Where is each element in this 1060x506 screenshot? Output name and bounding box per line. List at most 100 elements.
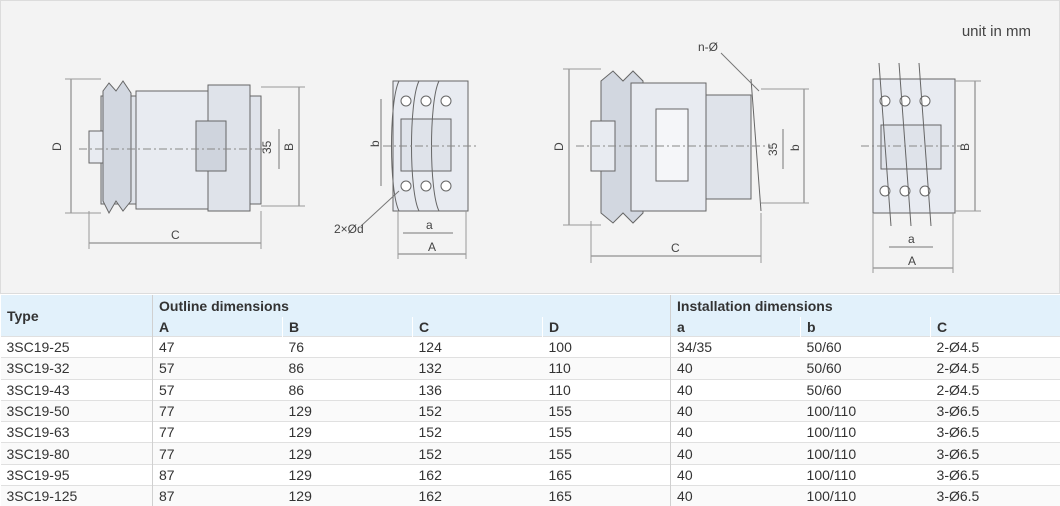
label-B-1: B bbox=[282, 143, 296, 151]
cell-C: 132 bbox=[413, 358, 543, 379]
label-D-3: D bbox=[552, 142, 566, 151]
cell-B: 129 bbox=[283, 464, 413, 485]
cell-C: 124 bbox=[413, 337, 543, 358]
table-row: 3SC19-25 47 76 124 100 34/35 50/60 2-Ø4.… bbox=[1, 337, 1060, 358]
cell-D: 165 bbox=[543, 464, 671, 485]
cell-type: 3SC19-80 bbox=[1, 443, 153, 464]
table-row: 3SC19-50 77 129 152 155 40 100/110 3-Ø6.… bbox=[1, 400, 1060, 421]
type-header: Type bbox=[1, 295, 153, 337]
label-b-2: b bbox=[368, 140, 382, 147]
cell-D: 165 bbox=[543, 486, 671, 506]
cell-C: 152 bbox=[413, 422, 543, 443]
cell-A: 57 bbox=[153, 358, 283, 379]
cell-install-C: 3-Ø6.5 bbox=[931, 443, 1060, 464]
cell-install-C: 3-Ø6.5 bbox=[931, 464, 1060, 485]
label-a-4: a bbox=[908, 232, 915, 246]
cell-a: 40 bbox=[671, 443, 801, 464]
front-view-large bbox=[861, 63, 981, 273]
cell-C: 152 bbox=[413, 443, 543, 464]
side-view-large bbox=[563, 53, 809, 263]
col-header-install-C: C bbox=[931, 317, 1060, 337]
cell-D: 100 bbox=[543, 337, 671, 358]
cell-type: 3SC19-50 bbox=[1, 400, 153, 421]
cell-A: 77 bbox=[153, 400, 283, 421]
cell-D: 155 bbox=[543, 422, 671, 443]
label-D-1: D bbox=[50, 142, 64, 151]
cell-C: 162 bbox=[413, 464, 543, 485]
side-view-small bbox=[65, 79, 305, 249]
cell-b: 50/60 bbox=[801, 358, 931, 379]
cell-install-C: 3-Ø6.5 bbox=[931, 422, 1060, 443]
cell-a: 40 bbox=[671, 358, 801, 379]
cell-install-C: 2-Ø4.5 bbox=[931, 337, 1060, 358]
cell-C: 136 bbox=[413, 379, 543, 400]
cell-type: 3SC19-95 bbox=[1, 464, 153, 485]
cell-b: 100/110 bbox=[801, 464, 931, 485]
cell-install-C: 3-Ø6.5 bbox=[931, 400, 1060, 421]
cell-D: 155 bbox=[543, 400, 671, 421]
label-A-4: A bbox=[908, 254, 916, 268]
cell-D: 155 bbox=[543, 443, 671, 464]
cell-B: 76 bbox=[283, 337, 413, 358]
cell-A: 57 bbox=[153, 379, 283, 400]
label-hole-d: 2×Ød bbox=[334, 222, 364, 236]
table-row: 3SC19-63 77 129 152 155 40 100/110 3-Ø6.… bbox=[1, 422, 1060, 443]
cell-b: 100/110 bbox=[801, 486, 931, 506]
cell-a: 40 bbox=[671, 486, 801, 506]
cell-b: 50/60 bbox=[801, 379, 931, 400]
cell-D: 110 bbox=[543, 358, 671, 379]
cell-a: 40 bbox=[671, 400, 801, 421]
cell-install-C: 2-Ø4.5 bbox=[931, 379, 1060, 400]
dimension-table: Type Outline dimensions Installation dim… bbox=[0, 295, 1060, 506]
installation-dimensions-header: Installation dimensions bbox=[671, 295, 1060, 317]
cell-type: 3SC19-63 bbox=[1, 422, 153, 443]
dimension-drawings: D 35 B C b a bbox=[1, 1, 1059, 293]
col-header-B: B bbox=[283, 317, 413, 337]
cell-a: 34/35 bbox=[671, 337, 801, 358]
drawing-panel: unit in mm D 35 B bbox=[0, 0, 1060, 294]
label-A-2: A bbox=[428, 240, 436, 254]
cell-A: 87 bbox=[153, 464, 283, 485]
label-35-1: 35 bbox=[260, 140, 274, 154]
cell-install-C: 3-Ø6.5 bbox=[931, 486, 1060, 506]
col-header-A: A bbox=[153, 317, 283, 337]
cell-type: 3SC19-32 bbox=[1, 358, 153, 379]
cell-a: 40 bbox=[671, 464, 801, 485]
table-row: 3SC19-80 77 129 152 155 40 100/110 3-Ø6.… bbox=[1, 443, 1060, 464]
front-view-small bbox=[361, 81, 476, 259]
cell-B: 129 bbox=[283, 422, 413, 443]
label-a-2: a bbox=[426, 218, 433, 232]
cell-b: 100/110 bbox=[801, 422, 931, 443]
cell-C: 162 bbox=[413, 486, 543, 506]
label-B-4: B bbox=[958, 143, 972, 151]
cell-install-C: 2-Ø4.5 bbox=[931, 358, 1060, 379]
col-header-b: b bbox=[801, 317, 931, 337]
cell-a: 40 bbox=[671, 422, 801, 443]
table-row: 3SC19-43 57 86 136 110 40 50/60 2-Ø4.5 bbox=[1, 379, 1060, 400]
cell-C: 152 bbox=[413, 400, 543, 421]
cell-type: 3SC19-25 bbox=[1, 337, 153, 358]
cell-B: 129 bbox=[283, 486, 413, 506]
cell-B: 129 bbox=[283, 443, 413, 464]
cell-A: 77 bbox=[153, 422, 283, 443]
cell-B: 86 bbox=[283, 379, 413, 400]
cell-b: 50/60 bbox=[801, 337, 931, 358]
col-header-a: a bbox=[671, 317, 801, 337]
cell-B: 129 bbox=[283, 400, 413, 421]
label-hole-n: n-Ø bbox=[698, 40, 718, 54]
cell-D: 110 bbox=[543, 379, 671, 400]
cell-type: 3SC19-43 bbox=[1, 379, 153, 400]
label-C-1: C bbox=[171, 228, 180, 242]
table-row: 3SC19-95 87 129 162 165 40 100/110 3-Ø6.… bbox=[1, 464, 1060, 485]
label-b-3: b bbox=[788, 144, 802, 151]
cell-a: 40 bbox=[671, 379, 801, 400]
cell-b: 100/110 bbox=[801, 443, 931, 464]
label-C-3: C bbox=[671, 241, 680, 255]
outline-dimensions-header: Outline dimensions bbox=[153, 295, 671, 317]
cell-B: 86 bbox=[283, 358, 413, 379]
col-header-D: D bbox=[543, 317, 671, 337]
label-35-3: 35 bbox=[766, 142, 780, 156]
cell-type: 3SC19-125 bbox=[1, 486, 153, 506]
cell-A: 47 bbox=[153, 337, 283, 358]
cell-A: 77 bbox=[153, 443, 283, 464]
